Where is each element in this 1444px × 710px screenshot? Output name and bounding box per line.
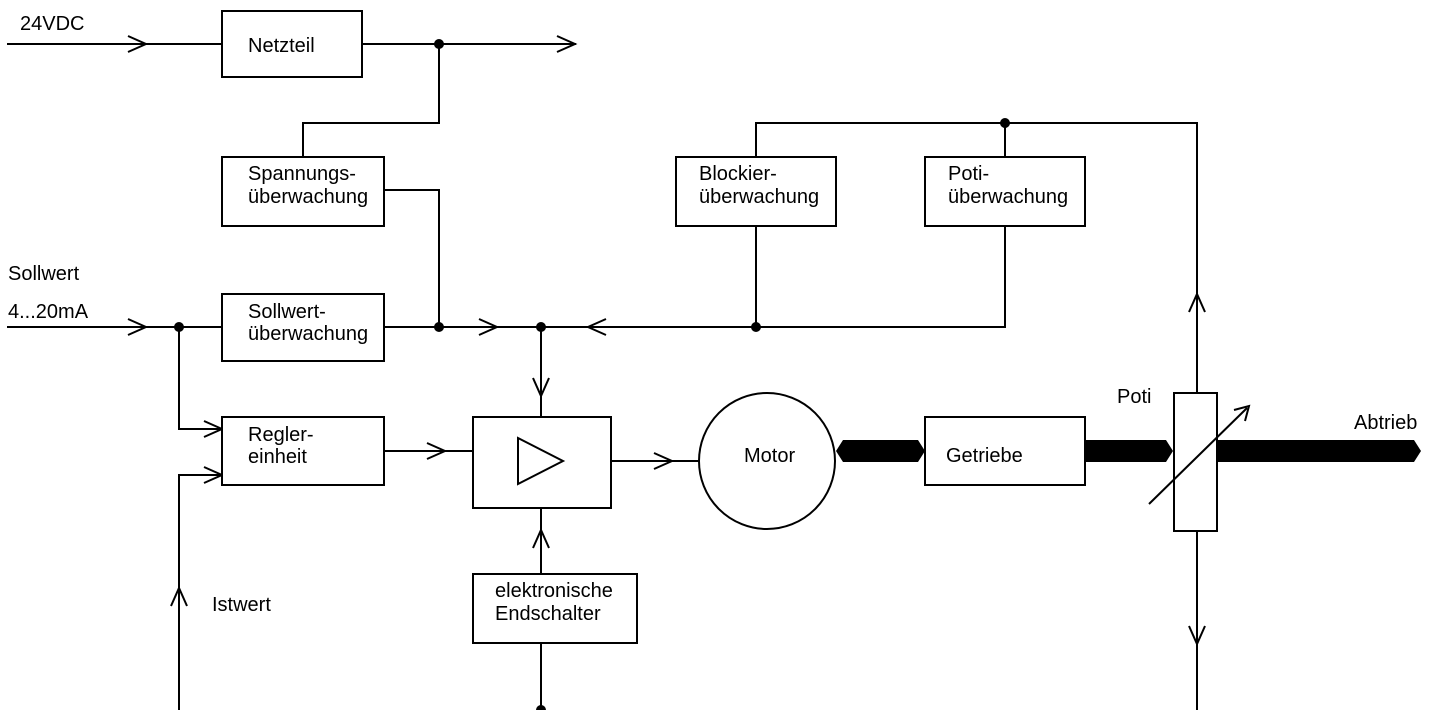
controller-label-1: Regler- bbox=[248, 424, 314, 446]
setpoint-input-label-2: 4...20mA bbox=[8, 301, 89, 323]
wire-voltage-monitor-out bbox=[383, 189, 440, 328]
amplifier-triangle-icon bbox=[517, 436, 566, 486]
shaft-output bbox=[1209, 440, 1421, 462]
junction-limit-bottom bbox=[536, 705, 546, 710]
block-motor: Motor bbox=[698, 392, 836, 530]
arrow-supply-in bbox=[127, 35, 149, 53]
shafts bbox=[836, 440, 1421, 462]
junction-amplifier-bus bbox=[536, 322, 546, 332]
block-voltage-monitor: Spannungs- überwachung bbox=[221, 156, 385, 227]
poti-wiper-line bbox=[1148, 407, 1248, 505]
limit-switches-label-1: elektronische bbox=[495, 580, 613, 602]
block-setpoint-monitor: Sollwert- überwachung bbox=[221, 293, 385, 362]
block-limit-switches: elektronische Endschalter bbox=[472, 573, 638, 644]
junction-supply bbox=[434, 39, 444, 49]
wire-setpoint-to-controller bbox=[178, 326, 223, 430]
blocking-monitor-label-2: überwachung bbox=[699, 186, 819, 208]
output-label: Abtrieb bbox=[1354, 412, 1417, 434]
setpoint-monitor-label-1: Sollwert- bbox=[248, 301, 326, 323]
setpoint-input-label-1: Sollwert bbox=[8, 263, 80, 285]
supply-input-label: 24VDC bbox=[20, 13, 84, 35]
signal-labels: 24VDC Sollwert 4...20mA Istwert Poti Abt… bbox=[8, 13, 1417, 616]
block-controller: Regler- einheit bbox=[221, 416, 385, 486]
arrow-amplifier-to-motor bbox=[653, 452, 675, 470]
wire-actual-to-controller bbox=[178, 474, 223, 710]
junction-voltage-bus bbox=[434, 322, 444, 332]
shaft-gearbox-poti bbox=[1073, 440, 1173, 462]
voltage-monitor-label-1: Spannungs- bbox=[248, 163, 356, 185]
poti-monitor-label-1: Poti- bbox=[948, 163, 989, 185]
blocking-monitor-label-1: Blockier- bbox=[699, 163, 777, 185]
block-poti-monitor: Poti- überwachung bbox=[924, 156, 1086, 227]
gearbox-label: Getriebe bbox=[946, 445, 1023, 467]
wire-poti-feed bbox=[755, 122, 1198, 394]
block-potentiometer bbox=[1148, 392, 1251, 532]
poti-monitor-label-2: überwachung bbox=[948, 186, 1068, 208]
junction-setpoint bbox=[174, 322, 184, 332]
junction-blocking-bus bbox=[751, 322, 761, 332]
wires bbox=[7, 43, 1198, 710]
actual-value-label: Istwert bbox=[212, 594, 271, 616]
arrow-monitor-to-bus bbox=[478, 318, 500, 336]
arrow-controller-to-amplifier bbox=[426, 442, 448, 460]
power-supply-label: Netzteil bbox=[248, 35, 315, 57]
potentiometer-label: Poti bbox=[1117, 386, 1151, 408]
block-gearbox: Getriebe bbox=[924, 416, 1086, 486]
wire-supply-to-voltage-monitor bbox=[302, 43, 440, 158]
block-amplifier bbox=[472, 416, 612, 509]
poti-wiper-arrow-icon bbox=[1233, 404, 1251, 422]
setpoint-monitor-label-2: überwachung bbox=[248, 323, 368, 345]
shaft-motor-gearbox bbox=[836, 440, 925, 462]
junction-poti-feed bbox=[1000, 118, 1010, 128]
arrow-poti-feed-up bbox=[1188, 291, 1206, 313]
voltage-monitor-label-2: überwachung bbox=[248, 186, 368, 208]
arrow-poti-down bbox=[1188, 625, 1206, 647]
arrow-limit-to-amplifier bbox=[532, 527, 550, 549]
arrow-actual-up bbox=[170, 585, 188, 607]
junctions bbox=[174, 39, 1010, 710]
arrow-poti-to-bus bbox=[585, 318, 607, 336]
limit-switches-label-2: Endschalter bbox=[495, 603, 601, 625]
arrow-supply-out bbox=[556, 35, 578, 53]
arrow-bus-to-amplifier bbox=[532, 377, 550, 399]
block-power-supply: Netzteil bbox=[221, 10, 363, 78]
motor-label: Motor bbox=[744, 445, 795, 467]
controller-label-2: einheit bbox=[248, 446, 307, 468]
arrow-setpoint-in bbox=[127, 318, 149, 336]
block-blocking-monitor: Blockier- überwachung bbox=[675, 156, 837, 227]
